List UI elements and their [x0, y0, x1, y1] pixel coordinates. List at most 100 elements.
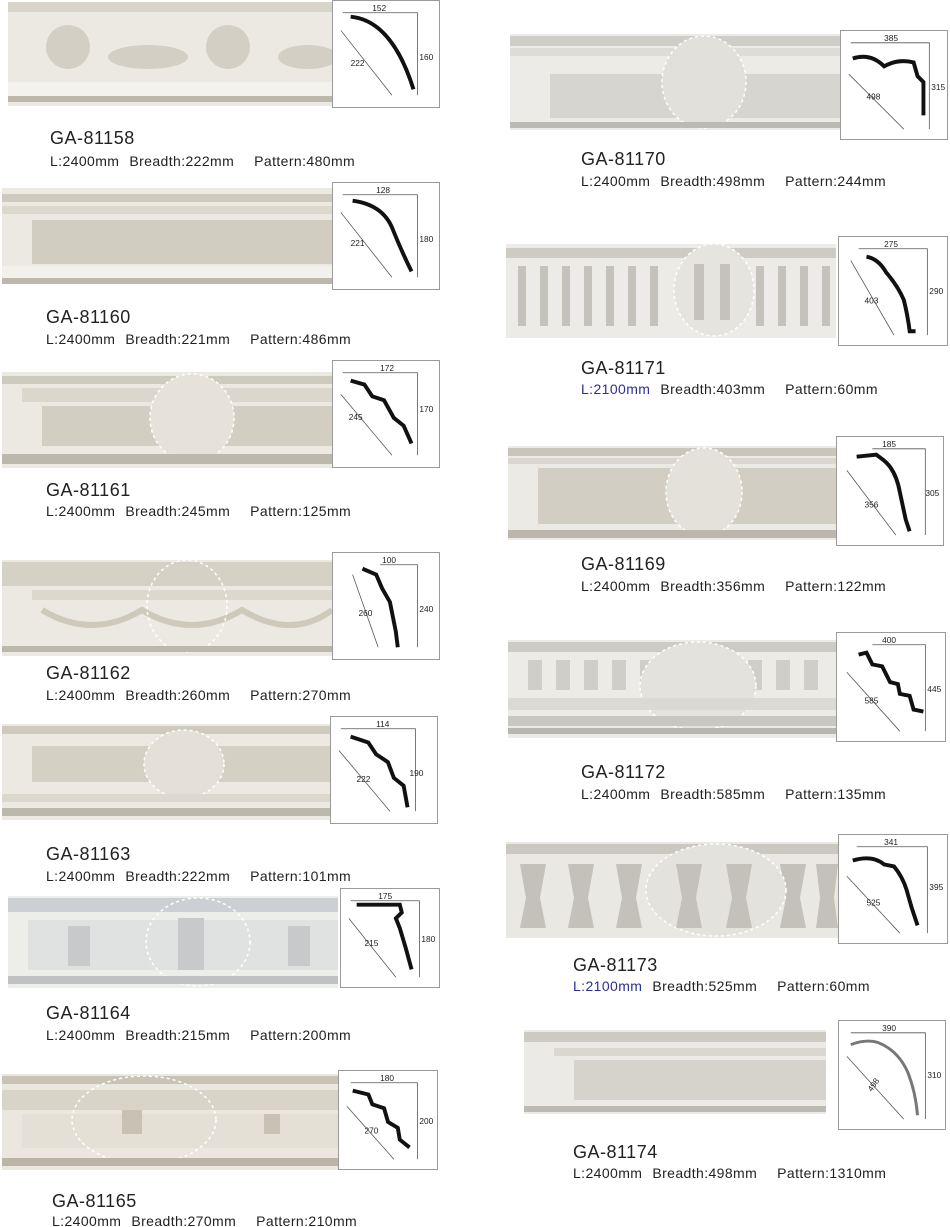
- breadth-value: 260mm: [181, 687, 231, 703]
- length-label: L:: [581, 381, 594, 397]
- dim-right: 180: [421, 934, 435, 944]
- pattern-value: 135mm: [837, 786, 887, 802]
- breadth-value: 221mm: [181, 331, 231, 347]
- dim-right: 170: [419, 404, 433, 414]
- profile-drawing: 172 170 245: [332, 360, 440, 468]
- breadth-label: Breadth:: [125, 687, 182, 703]
- dim-diagonal: 260: [359, 608, 373, 618]
- product-code: GA-81158: [50, 128, 135, 148]
- breadth-value: 585mm: [716, 786, 766, 802]
- dim-diagonal: 356: [864, 500, 878, 510]
- profile-drawing: 275 290 403: [838, 236, 948, 346]
- product-code: GA-81165: [52, 1191, 137, 1211]
- pattern-label: Pattern:: [777, 978, 830, 994]
- pattern-label: Pattern:: [250, 1027, 303, 1043]
- moulding-photo: [2, 560, 332, 656]
- dim-right: 315: [931, 82, 945, 92]
- pattern-value: 200mm: [302, 1027, 352, 1043]
- breadth-label: Breadth:: [652, 978, 709, 994]
- pattern-label: Pattern:: [250, 331, 303, 347]
- dim-top: 275: [884, 239, 898, 249]
- moulding-image: [8, 2, 332, 106]
- length-value: 2100mm: [593, 381, 651, 397]
- dim-top: 185: [882, 439, 896, 449]
- dim-top: 152: [372, 3, 386, 13]
- dim-top: 341: [884, 837, 898, 847]
- breadth-value: 215mm: [181, 1027, 231, 1043]
- breadth-label: Breadth:: [660, 381, 717, 397]
- dim-right: 180: [419, 234, 433, 244]
- length-label: L:: [46, 687, 59, 703]
- length-value: 2400mm: [58, 1027, 116, 1043]
- moulding-image: [8, 896, 338, 988]
- profile-drawing: 175 180 215: [340, 888, 440, 988]
- pattern-label: Pattern:: [785, 381, 838, 397]
- pattern-label: Pattern:: [250, 503, 303, 519]
- pattern-label: Pattern:: [250, 868, 303, 884]
- length-label: L:: [50, 153, 63, 169]
- moulding-image: [524, 1030, 826, 1114]
- dim-right: 310: [927, 1070, 941, 1080]
- length-value: 2400mm: [58, 331, 116, 347]
- breadth-value: 270mm: [187, 1213, 237, 1227]
- length-value: 2400mm: [58, 868, 116, 884]
- product-code: GA-81170: [581, 149, 666, 169]
- length-label: L:: [573, 978, 586, 994]
- pattern-label: Pattern:: [785, 578, 838, 594]
- length-value: 2400mm: [585, 1165, 643, 1181]
- dim-diagonal: 498: [865, 1076, 881, 1093]
- profile-drawing: 114 190 222: [330, 716, 438, 824]
- moulding-image: [2, 188, 332, 284]
- moulding-image: [506, 842, 838, 938]
- dim-top: 114: [376, 719, 390, 729]
- dim-right: 200: [419, 1116, 433, 1126]
- length-label: L:: [573, 1165, 586, 1181]
- profile-drawing: 390 310 498: [838, 1020, 946, 1130]
- length-value: 2400mm: [593, 173, 651, 189]
- product-code: GA-81173: [573, 955, 658, 975]
- pattern-value: 122mm: [837, 578, 887, 594]
- dim-diagonal: 222: [357, 774, 371, 784]
- moulding-photo: [2, 372, 332, 468]
- profile-drawing: 100 240 260: [332, 552, 440, 660]
- profile-drawing: 180 200 270: [338, 1070, 438, 1170]
- moulding-photo: [506, 244, 836, 338]
- profile-drawing: 185 305 356: [836, 436, 944, 546]
- pattern-label: Pattern:: [256, 1213, 309, 1227]
- dim-top: 385: [884, 33, 898, 43]
- breadth-label: Breadth:: [129, 153, 186, 169]
- dim-top: 128: [376, 185, 390, 195]
- pattern-value: 101mm: [302, 868, 352, 884]
- dim-top: 172: [380, 363, 394, 373]
- breadth-value: 403mm: [716, 381, 766, 397]
- pattern-value: 486mm: [302, 331, 352, 347]
- length-label: L:: [46, 331, 59, 347]
- pattern-label: Pattern:: [785, 786, 838, 802]
- profile-drawing: 152 160 222: [332, 0, 440, 108]
- moulding-photo: [2, 1074, 338, 1170]
- breadth-label: Breadth:: [125, 1027, 182, 1043]
- breadth-label: Breadth:: [125, 503, 182, 519]
- pattern-value: 210mm: [308, 1213, 358, 1227]
- dim-right: 305: [925, 488, 939, 498]
- length-label: L:: [46, 868, 59, 884]
- pattern-label: Pattern:: [254, 153, 307, 169]
- dim-top: 100: [382, 555, 396, 565]
- breadth-value: 498mm: [708, 1165, 758, 1181]
- length-value: 2400mm: [58, 503, 116, 519]
- length-label: L:: [52, 1213, 65, 1227]
- pattern-label: Pattern:: [785, 173, 838, 189]
- product-code: GA-81171: [581, 358, 666, 378]
- breadth-value: 222mm: [185, 153, 235, 169]
- breadth-label: Breadth:: [652, 1165, 709, 1181]
- dim-right: 240: [419, 604, 433, 614]
